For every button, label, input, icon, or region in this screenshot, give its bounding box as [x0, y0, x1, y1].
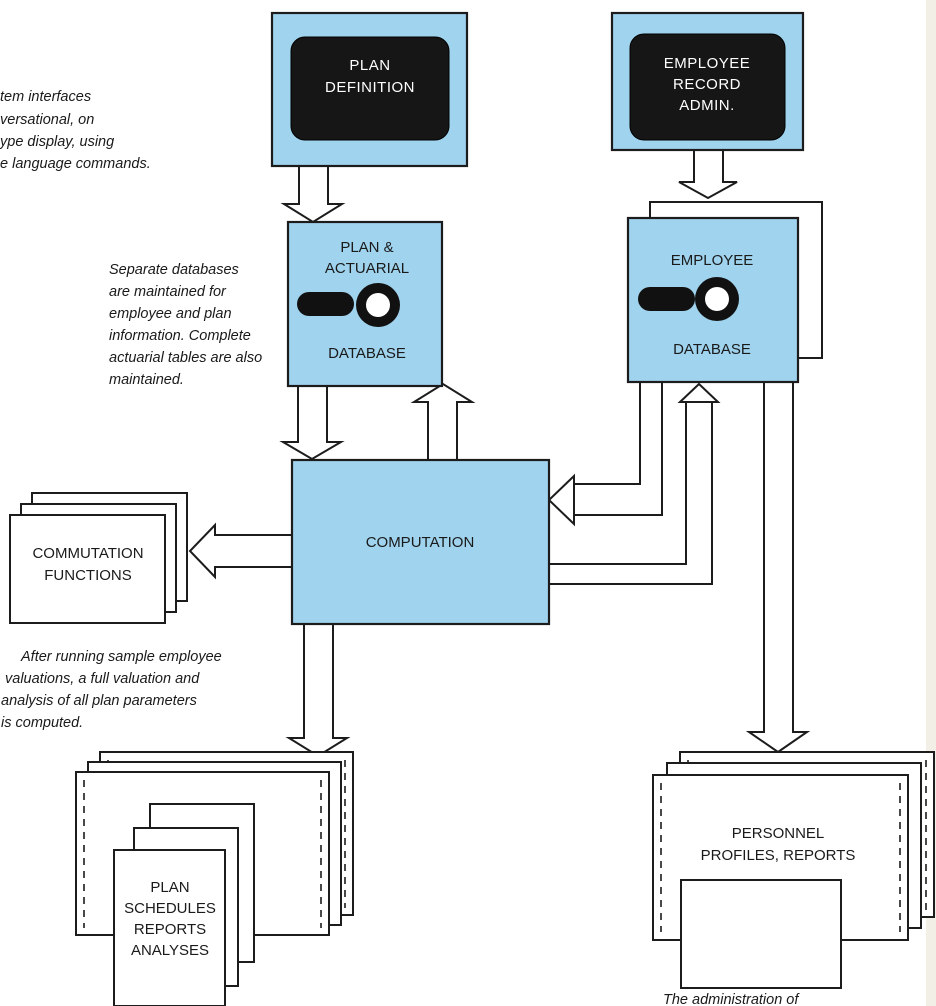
- svg-text:DATABASE: DATABASE: [673, 341, 751, 358]
- employee-database: EMPLOYEE DATABASE: [626, 216, 800, 384]
- employee-record-terminal: EMPLOYEE RECORD ADMIN.: [610, 11, 805, 152]
- schedules-label-line1: PLAN: [150, 879, 189, 896]
- arrow-emprec-to-empdb: [678, 149, 738, 200]
- note-interfaces-line4: e language commands.: [0, 156, 151, 172]
- disk-slot-icon: [638, 287, 695, 311]
- svg-text:valuations, a full valuation a: valuations, a full valuation and: [5, 671, 200, 687]
- svg-text:e language commands.: e language commands.: [0, 156, 151, 172]
- arrow-computation-to-schedules: [285, 623, 351, 758]
- schedules-label-line4: ANALYSES: [131, 942, 209, 959]
- personnel-label-line2: PROFILES, REPORTS: [701, 847, 856, 864]
- arrow-computation-to-plandb: [410, 382, 476, 461]
- svg-text:DATABASE: DATABASE: [328, 345, 406, 362]
- plan-schedules-stack: PLAN SCHEDULES REPORTS ANALYSES: [75, 751, 354, 1006]
- svg-text:ANALYSES: ANALYSES: [131, 942, 209, 959]
- commutation-functions-stack: COMMUTATION FUNCTIONS: [9, 492, 188, 624]
- svg-text:PLAN: PLAN: [150, 879, 189, 896]
- empdb-to-computation-line-2: [574, 382, 663, 516]
- svg-text:DEFINITION: DEFINITION: [325, 79, 415, 96]
- svg-text:is computed.: is computed.: [1, 715, 83, 731]
- svg-text:ACTUARIAL: ACTUARIAL: [325, 260, 409, 277]
- computation-box: COMPUTATION: [290, 458, 551, 626]
- note-interfaces-line2: versational, on: [0, 112, 94, 128]
- note-valuation-line2: valuations, a full valuation and: [5, 671, 200, 687]
- empdb-loop-line: [649, 201, 823, 359]
- employee-record-label-line3: ADMIN.: [679, 97, 735, 114]
- arrow-plandb-to-computation: [279, 384, 345, 461]
- note-databases-line5: actuarial tables are also: [109, 350, 262, 366]
- svg-text:PROFILES, REPORTS: PROFILES, REPORTS: [701, 847, 856, 864]
- svg-text:ype display, using: ype display, using: [0, 134, 114, 150]
- svg-text:EMPLOYEE: EMPLOYEE: [671, 252, 754, 269]
- note-databases-line3: employee and plan: [109, 306, 232, 322]
- svg-text:Separate databases: Separate databases: [109, 262, 239, 278]
- svg-text:COMMUTATION: COMMUTATION: [32, 545, 143, 562]
- svg-text:versational, on: versational, on: [0, 112, 94, 128]
- plan-actuarial-database: PLAN & ACTUARIAL DATABASE: [286, 220, 444, 388]
- computation-label: COMPUTATION: [366, 534, 475, 551]
- note-databases-line6: maintained.: [109, 372, 184, 388]
- plan-definition-label-line2: DEFINITION: [325, 79, 415, 96]
- arrow-computation-to-commutation: [188, 522, 293, 580]
- svg-text:COMPUTATION: COMPUTATION: [366, 534, 475, 551]
- note-interfaces-line1: tem interfaces: [0, 89, 91, 105]
- employee-db-footer: DATABASE: [673, 341, 751, 358]
- note-valuation-line3: analysis of all plan parameters: [1, 693, 197, 709]
- disk-slot-icon: [297, 292, 354, 316]
- plan-db-title-line1: PLAN &: [340, 239, 393, 256]
- note-databases-line4: information. Complete: [109, 328, 251, 344]
- plan-definition-terminal: PLAN DEFINITION: [270, 11, 469, 168]
- note-valuation-line1: After running sample employee: [20, 649, 222, 665]
- schedules-label-line3: REPORTS: [134, 921, 206, 938]
- plan-db-title-line2: ACTUARIAL: [325, 260, 409, 277]
- svg-text:FUNCTIONS: FUNCTIONS: [44, 567, 132, 584]
- svg-text:tem interfaces: tem interfaces: [0, 89, 91, 105]
- note-administration: The administration of: [663, 992, 800, 1006]
- commutation-label-line2: FUNCTIONS: [44, 567, 132, 584]
- svg-text:PLAN &: PLAN &: [340, 239, 393, 256]
- svg-text:RECORD: RECORD: [673, 76, 741, 93]
- svg-text:After running sample employee: After running sample employee: [20, 649, 222, 665]
- employee-db-title: EMPLOYEE: [671, 252, 754, 269]
- note-databases: Separate databases are maintained for em…: [109, 262, 262, 388]
- schedules-label-line2: SCHEDULES: [124, 900, 216, 917]
- note-administration-text: The administration of: [663, 992, 800, 1006]
- note-valuation: After running sample employee valuations…: [1, 649, 222, 731]
- personnel-inner-sheet: [680, 879, 842, 989]
- arrow-into-computation: [547, 473, 575, 527]
- page-edge: [926, 0, 936, 1006]
- svg-text:REPORTS: REPORTS: [134, 921, 206, 938]
- arrow-empdb-to-personnel: [745, 381, 811, 754]
- commutation-label-line1: COMMUTATION: [32, 545, 143, 562]
- employee-record-label-line1: EMPLOYEE: [664, 55, 751, 72]
- svg-text:EMPLOYEE: EMPLOYEE: [664, 55, 751, 72]
- employee-record-label-line2: RECORD: [673, 76, 741, 93]
- svg-text:information. Complete: information. Complete: [109, 328, 251, 344]
- plan-definition-label-line1: PLAN: [349, 57, 390, 74]
- personnel-label-line1: PERSONNEL: [732, 825, 825, 842]
- note-interfaces-line3: ype display, using: [0, 134, 114, 150]
- svg-text:employee and plan: employee and plan: [109, 306, 232, 322]
- svg-text:PLAN: PLAN: [349, 57, 390, 74]
- plan-db-footer: DATABASE: [328, 345, 406, 362]
- svg-text:SCHEDULES: SCHEDULES: [124, 900, 216, 917]
- arrow-into-empdb: [677, 382, 721, 403]
- note-interfaces: tem interfaces versational, on ype displ…: [0, 89, 151, 172]
- note-valuation-line4: is computed.: [1, 715, 83, 731]
- svg-text:PERSONNEL: PERSONNEL: [732, 825, 825, 842]
- svg-text:analysis of all plan parameter: analysis of all plan parameters: [1, 693, 197, 709]
- svg-text:maintained.: maintained.: [109, 372, 184, 388]
- note-databases-line1: Separate databases: [109, 262, 239, 278]
- svg-text:actuarial tables are also: actuarial tables are also: [109, 350, 262, 366]
- computation-to-empdb-line-1: [549, 402, 687, 565]
- note-databases-line2: are maintained for: [109, 284, 227, 300]
- svg-text:ADMIN.: ADMIN.: [679, 97, 735, 114]
- computation-to-empdb-line-2: [549, 402, 713, 585]
- empdb-to-computation-line-1: [574, 382, 641, 485]
- personnel-profiles-stack: PERSONNEL PROFILES, REPORTS: [652, 751, 935, 989]
- svg-text:are maintained for: are maintained for: [109, 284, 227, 300]
- arrow-plandef-to-plandb: [280, 165, 346, 224]
